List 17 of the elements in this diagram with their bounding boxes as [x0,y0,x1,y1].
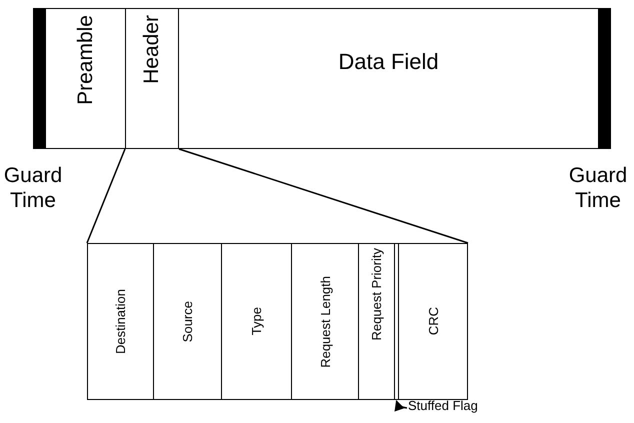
callout-text: Stuffed Flag [408,398,508,418]
expansion-line [86,148,126,244]
annotation-text: Guard Time [568,163,628,213]
guard-bar [598,8,611,149]
header-field: Header [125,8,179,149]
header-subfield: Destination [87,243,154,400]
header-subfield: Type [221,243,292,400]
annotation-text: Guard Time [3,163,63,213]
header-subfield: CRC [398,243,468,400]
header-subfield: Request Length [291,243,359,400]
header-subfield: Request Priority [358,243,395,400]
data-field: Data Field [178,8,599,149]
preamble-field: Preamble [45,8,126,149]
arrow [395,400,408,412]
guard-bar [33,8,46,149]
expansion-line [178,148,468,244]
header-subfield: Source [153,243,222,400]
